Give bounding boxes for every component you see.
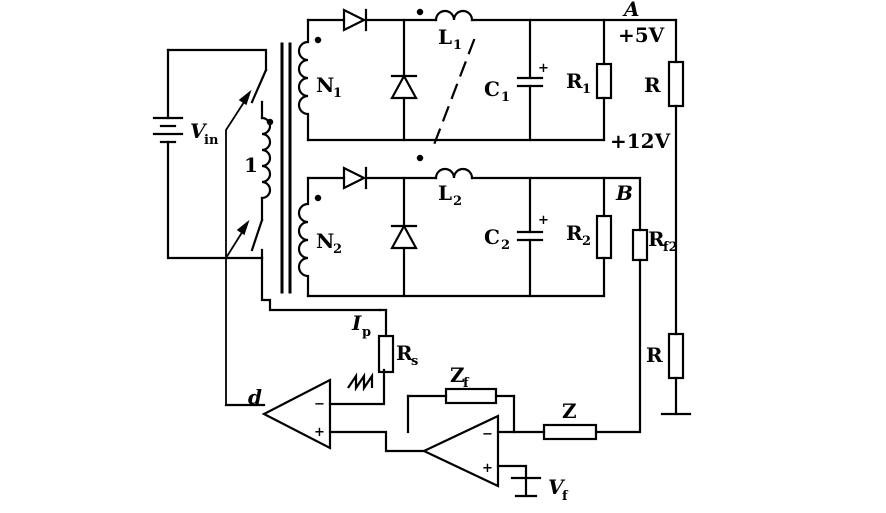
battery-vin: [152, 116, 184, 144]
node-a-label: A: [622, 0, 640, 21]
error-amplifier: [328, 387, 542, 498]
vin-label: V: [190, 119, 208, 143]
zf-impedance: [444, 387, 498, 405]
c2-subscript: 2: [501, 238, 510, 253]
plus12v-label: +12V: [610, 129, 671, 153]
ip-label: I: [351, 311, 362, 335]
rs-subscript: s: [411, 354, 418, 369]
node-b-label: B: [615, 181, 633, 205]
n1-subscript: 1: [333, 86, 342, 101]
amp-minus: −: [482, 427, 493, 442]
n2-subscript: 2: [333, 242, 342, 257]
r-bottom-label: R: [646, 343, 663, 367]
c2-plus: +: [538, 213, 549, 228]
switch-drive-arrows: [225, 89, 252, 405]
l1-subscript: 1: [453, 38, 462, 53]
zf-subscript: f: [463, 376, 470, 391]
r1-label: R: [566, 69, 583, 93]
ip-subscript: p: [362, 325, 371, 340]
coupling-line: [430, 38, 476, 152]
c1-subscript: 1: [501, 90, 510, 105]
r2-label: R: [566, 221, 583, 245]
r2-subscript: 2: [582, 234, 591, 249]
secondary-n2: [297, 154, 642, 298]
z-impedance: [542, 423, 598, 441]
rs-label: R: [396, 341, 413, 365]
r1-subscript: 1: [582, 82, 591, 97]
rf2-branch: [594, 228, 649, 434]
transformer-core: [280, 42, 292, 294]
output-divider: [660, 18, 692, 416]
vf-label: V: [548, 475, 566, 499]
comparator-minus: −: [314, 397, 325, 412]
vf-subscript: f: [562, 489, 569, 504]
amp-plus: +: [482, 461, 493, 476]
zf-label: Z: [450, 363, 465, 387]
winding-1-label: 1: [244, 153, 258, 177]
d-label: d: [248, 385, 262, 409]
rf2-label: R: [648, 227, 665, 251]
n2-label: N: [316, 229, 334, 253]
n1-label: N: [316, 73, 334, 97]
c2-label: C: [484, 225, 500, 249]
l2-subscript: 2: [453, 194, 462, 209]
primary-winding: [250, 68, 382, 312]
comparator-plus: +: [314, 425, 325, 440]
vin-subscript: in: [204, 133, 219, 148]
l2-label: L: [438, 181, 452, 205]
plus5v-label: +5V: [618, 23, 665, 47]
input-loop: [152, 48, 268, 260]
pwm-comparator: [224, 308, 395, 450]
c1-label: C: [484, 77, 500, 101]
l1-label: L: [438, 25, 452, 49]
c1-plus: +: [538, 61, 549, 76]
r-top-label: R: [644, 73, 661, 97]
secondary-n1: [297, 8, 678, 142]
rf2-subscript: f2: [663, 240, 678, 255]
z-label: Z: [562, 399, 577, 423]
